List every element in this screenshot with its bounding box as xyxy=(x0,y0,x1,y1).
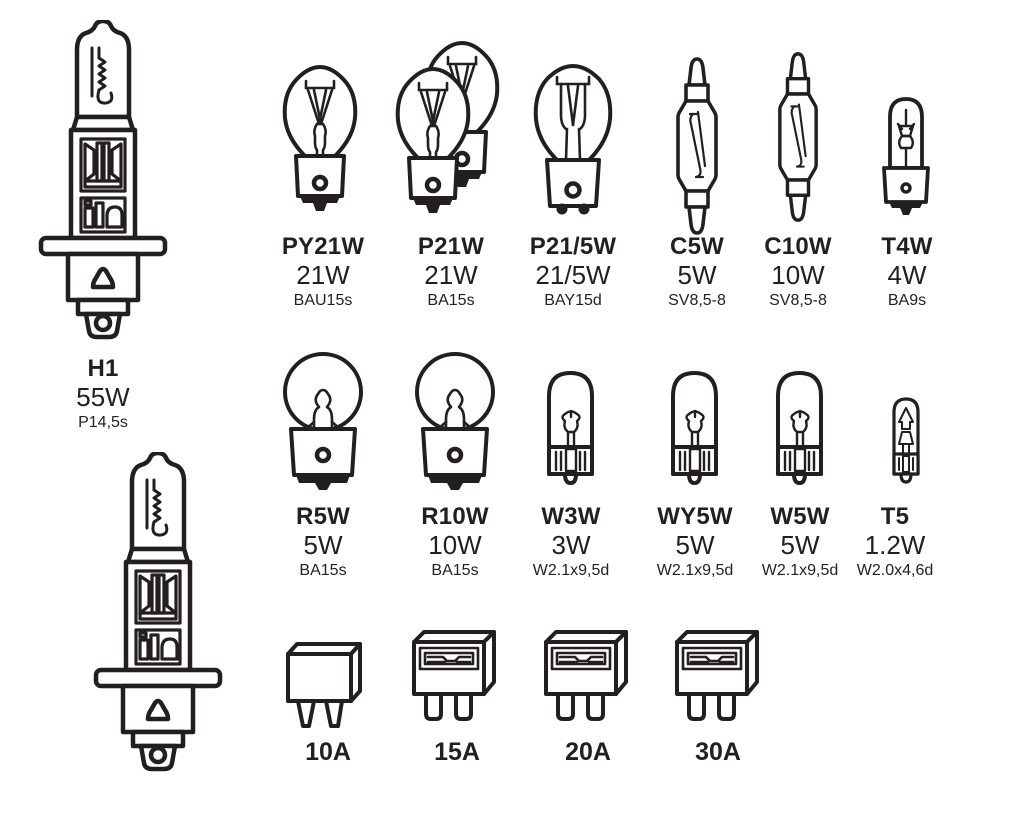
bulb-wattage: 5W xyxy=(677,260,717,290)
bulb-wattage: 10W xyxy=(771,260,825,290)
r10w-label: R10W 10W BA15s xyxy=(392,503,518,582)
wy5w-bulb-drawing xyxy=(671,370,718,485)
wy5w-label: WY5W 5W W2.1x9,5d xyxy=(632,503,758,582)
t4w-bulb-drawing xyxy=(881,96,931,216)
standard-blade-fuse-icon xyxy=(544,630,628,721)
fuse-20a-label: 20A xyxy=(528,738,648,766)
w5w-label: W5W 5W W2.1x9,5d xyxy=(737,503,863,582)
bulb-name: R10W xyxy=(421,503,489,530)
globe-bulb-icon xyxy=(283,352,363,492)
t5-label: T5 1.2W W2.0x4,6d xyxy=(832,503,958,582)
bulb-wattage: 21W xyxy=(424,260,478,290)
r5w-label: R5W 5W BA15s xyxy=(260,503,386,582)
festoon-bulb-icon xyxy=(676,57,718,235)
bulb-base-code: BA15s xyxy=(431,562,479,579)
pear-bulb-icon xyxy=(281,64,359,212)
fuse-rating: 30A xyxy=(695,738,741,766)
bulb-base-code: W2.0x4,6d xyxy=(856,562,934,579)
bulb-name: C10W xyxy=(764,233,832,260)
mini-blade-fuse-icon xyxy=(286,642,362,728)
bulb-base-code: BAY15d xyxy=(544,292,602,309)
p21-5w-label: P21/5W 21/5W BAY15d xyxy=(510,233,636,312)
bulb-base-code: BA15s xyxy=(299,562,347,579)
c5w-label: C5W 5W SV8,5-8 xyxy=(634,233,760,312)
h1-label: H1 55W P14,5s xyxy=(28,355,178,434)
bulb-base-code: SV8,5-8 xyxy=(668,292,726,309)
fuse-10a-drawing xyxy=(285,641,363,729)
bulb-name: W3W xyxy=(541,503,601,530)
fuse-15a-label: 15A xyxy=(397,738,517,766)
fuse-15a-drawing xyxy=(412,630,496,722)
pear-bulb-pair-icon xyxy=(394,40,506,216)
bulb-wattage: 55W xyxy=(76,382,130,412)
py21w-bulb-drawing xyxy=(281,64,359,212)
bulb-name: H1 xyxy=(87,355,119,382)
bulb-name: WY5W xyxy=(657,503,733,530)
c5w-bulb-drawing xyxy=(675,56,719,236)
t4w-label: T4W 4W BA9s xyxy=(844,233,970,312)
fuse-rating: 10A xyxy=(305,738,351,766)
wedge-bulb-icon xyxy=(671,371,718,485)
bulb-name: R5W xyxy=(296,503,350,530)
wedge-bulb-icon xyxy=(547,371,594,485)
p21w-bulb-pair-drawing xyxy=(394,40,506,216)
bulb-name: T5 xyxy=(880,503,910,530)
bulb-base-code: W2.1x9,5d xyxy=(761,562,839,579)
bulb-wattage: 1.2W xyxy=(864,530,926,560)
bulb-wattage: 5W xyxy=(675,530,715,560)
bulb-wattage: 10W xyxy=(428,530,482,560)
standard-blade-fuse-icon xyxy=(412,630,496,721)
py21w-label: PY21W 21W BAU15s xyxy=(260,233,386,312)
r5w-bulb-drawing xyxy=(283,352,363,492)
wedge-bulb-icon xyxy=(776,371,823,485)
mini-wedge-bulb-icon xyxy=(892,397,920,484)
bulb-name: W5W xyxy=(770,503,830,530)
fuse-30a-drawing xyxy=(675,630,759,722)
bulb-name: C5W xyxy=(670,233,724,260)
miniature-bayonet-bulb-icon xyxy=(882,97,930,216)
bulb-base-code: SV8,5-8 xyxy=(769,292,827,309)
bulb-name: P21/5W xyxy=(529,233,617,260)
p21w-label: P21W 21W BA15s xyxy=(388,233,514,312)
h1-halogen-bulb-icon xyxy=(93,452,223,772)
w5w-bulb-drawing xyxy=(776,370,823,485)
bulb-wattage: 3W xyxy=(551,530,591,560)
standard-blade-fuse-icon xyxy=(675,630,759,721)
fuse-20a-drawing xyxy=(544,630,628,722)
c10w-label: C10W 10W SV8,5-8 xyxy=(735,233,861,312)
bulb-name: T4W xyxy=(881,233,933,260)
pear-bulb-dual-filament-icon xyxy=(531,63,615,218)
h1-bulb-drawing-bottom xyxy=(93,452,223,772)
w3w-bulb-drawing xyxy=(547,370,594,485)
fuse-rating: 15A xyxy=(434,738,480,766)
bulb-base-code: W2.1x9,5d xyxy=(656,562,734,579)
bulb-base-code: BAU15s xyxy=(293,292,353,309)
w3w-label: W3W 3W W2.1x9,5d xyxy=(508,503,634,582)
fuse-30a-label: 30A xyxy=(658,738,778,766)
bulb-wattage: 21W xyxy=(296,260,350,290)
bulb-wattage: 5W xyxy=(303,530,343,560)
bulb-wattage: 21/5W xyxy=(535,260,611,290)
p21-5w-bulb-drawing xyxy=(531,63,615,218)
bulb-base-code: P14,5s xyxy=(78,414,128,431)
bulb-wattage: 4W xyxy=(887,260,927,290)
bulb-wattage: 5W xyxy=(780,530,820,560)
bulb-base-code: BA9s xyxy=(887,292,927,309)
r10w-bulb-drawing xyxy=(415,352,495,492)
c10w-bulb-drawing xyxy=(774,51,822,223)
h1-bulb-drawing-top xyxy=(38,20,168,340)
bulb-base-code: BA15s xyxy=(427,292,475,309)
bulb-base-code: W2.1x9,5d xyxy=(532,562,610,579)
festoon-bulb-icon xyxy=(778,52,818,222)
globe-bulb-icon xyxy=(415,352,495,492)
fuse-10a-label: 10A xyxy=(268,738,388,766)
bulb-name: PY21W xyxy=(281,233,365,260)
fuse-rating: 20A xyxy=(565,738,611,766)
t5-bulb-drawing xyxy=(892,396,920,485)
h1-halogen-bulb-icon xyxy=(38,20,168,340)
bulb-name: P21W xyxy=(417,233,485,260)
